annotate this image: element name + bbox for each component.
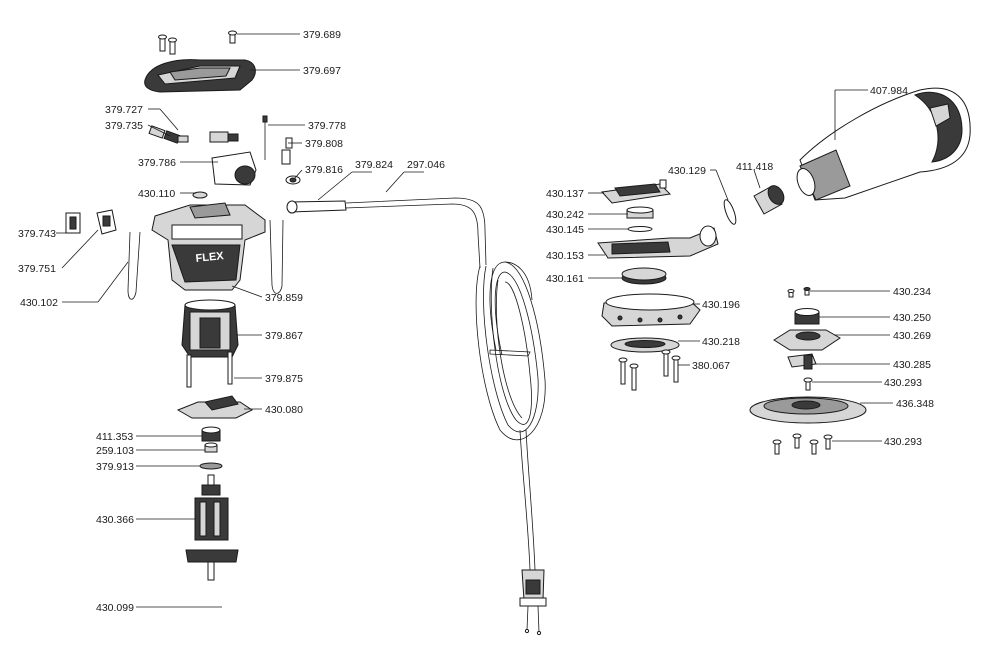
label-297-046: 297.046 <box>407 159 445 171</box>
label-430-366: 430.366 <box>96 514 134 526</box>
power-cord-297-046 <box>344 197 546 571</box>
contact-block-379-751 <box>96 209 117 235</box>
label-430-099: 430.099 <box>96 602 134 614</box>
counterweight-430-269 <box>773 329 841 351</box>
label-379-689: 379.689 <box>303 29 341 41</box>
cover-430-137 <box>600 179 672 204</box>
bearing-430-242 <box>626 206 654 219</box>
label-379-859: 379.859 <box>265 292 303 304</box>
label-436-348: 436.348 <box>896 398 934 410</box>
label-379-778: 379.778 <box>308 120 346 132</box>
label-411-353: 411.353 <box>96 431 133 443</box>
label-430-110: 430.110 <box>138 188 175 200</box>
screws-379-875 <box>186 351 233 388</box>
screws-430-293-lower <box>772 433 833 455</box>
base-430-196 <box>601 293 701 327</box>
label-430-161: 430.161 <box>546 273 584 285</box>
top-cover-379-697 <box>144 59 256 93</box>
stator-379-867 <box>181 299 239 358</box>
label-430-080: 430.080 <box>265 404 303 416</box>
label-430-196: 430.196 <box>702 299 740 311</box>
label-379-913: 379.913 <box>96 461 134 473</box>
dust-port-430-153 <box>597 225 719 259</box>
baffle-430-080 <box>176 395 253 419</box>
screws-380-067 <box>618 349 681 391</box>
wires-430-102 <box>127 219 284 300</box>
label-379-808: 379.808 <box>305 138 343 150</box>
label-430-153: 430.153 <box>546 250 584 262</box>
carbon-brushes-379-727 <box>148 125 239 144</box>
power-plug <box>519 569 547 636</box>
label-379-697: 379.697 <box>303 65 341 77</box>
screw-pair-379-689 <box>158 30 237 55</box>
sanding-pad-436-348 <box>749 396 867 424</box>
eccentric-430-285 <box>787 353 817 370</box>
spacer-259-103 <box>204 442 218 453</box>
label-430-137: 430.137 <box>546 188 584 200</box>
washer-430-110 <box>192 191 208 199</box>
label-430-269: 430.269 <box>893 330 931 342</box>
fan-430-161 <box>621 267 667 285</box>
seal-ring-430-129 <box>723 199 737 225</box>
nut-379-816 <box>285 175 301 185</box>
label-379-816: 379.816 <box>305 164 343 176</box>
label-379-751: 379.751 <box>18 263 56 275</box>
adapter-411-418 <box>753 185 785 215</box>
bearing-430-250 <box>794 308 820 325</box>
clip-379-808 <box>281 137 293 165</box>
label-430-102: 430.102 <box>20 297 58 309</box>
leader-lines <box>56 33 893 608</box>
bearing-411-353 <box>201 426 221 442</box>
brand-logo: FLEX <box>195 250 225 265</box>
pin-379-778 <box>262 115 268 160</box>
label-379-786: 379.786 <box>138 157 176 169</box>
label-430-145: 430.145 <box>546 224 584 236</box>
label-411-418: 411.418 <box>736 161 773 173</box>
label-379-875: 379.875 <box>265 373 303 385</box>
switch-379-786 <box>211 151 257 186</box>
label-430-293-upper: 430.293 <box>884 377 922 389</box>
armature-430-366 <box>185 474 239 581</box>
ring-430-145 <box>627 226 653 232</box>
label-379-867: 379.867 <box>265 330 303 342</box>
label-430-234: 430.234 <box>893 286 931 298</box>
label-259-103: 259.103 <box>96 445 134 457</box>
label-380-067: 380.067 <box>692 360 730 372</box>
label-430-218: 430.218 <box>702 336 740 348</box>
label-430-250: 430.250 <box>893 312 931 324</box>
screw-430-293-upper <box>803 377 813 391</box>
label-407-984: 407.984 <box>870 85 908 97</box>
gasket-430-218 <box>610 337 680 353</box>
cord-guard-379-824 <box>286 200 347 214</box>
label-379-727: 379.727 <box>105 104 143 116</box>
label-430-293-lower: 430.293 <box>884 436 922 448</box>
label-379-824: 379.824 <box>355 159 393 171</box>
housing-379-859: FLEX <box>151 202 266 291</box>
label-430-242: 430.242 <box>546 209 584 221</box>
screws-430-234 <box>787 287 811 298</box>
label-379-735: 379.735 <box>105 120 143 132</box>
washer-379-913 <box>199 462 223 470</box>
dust-bag-407-984 <box>796 87 971 201</box>
contact-block-379-743 <box>65 212 81 234</box>
label-430-285: 430.285 <box>893 359 931 371</box>
label-379-743: 379.743 <box>18 228 56 240</box>
label-430-129: 430.129 <box>668 165 706 177</box>
